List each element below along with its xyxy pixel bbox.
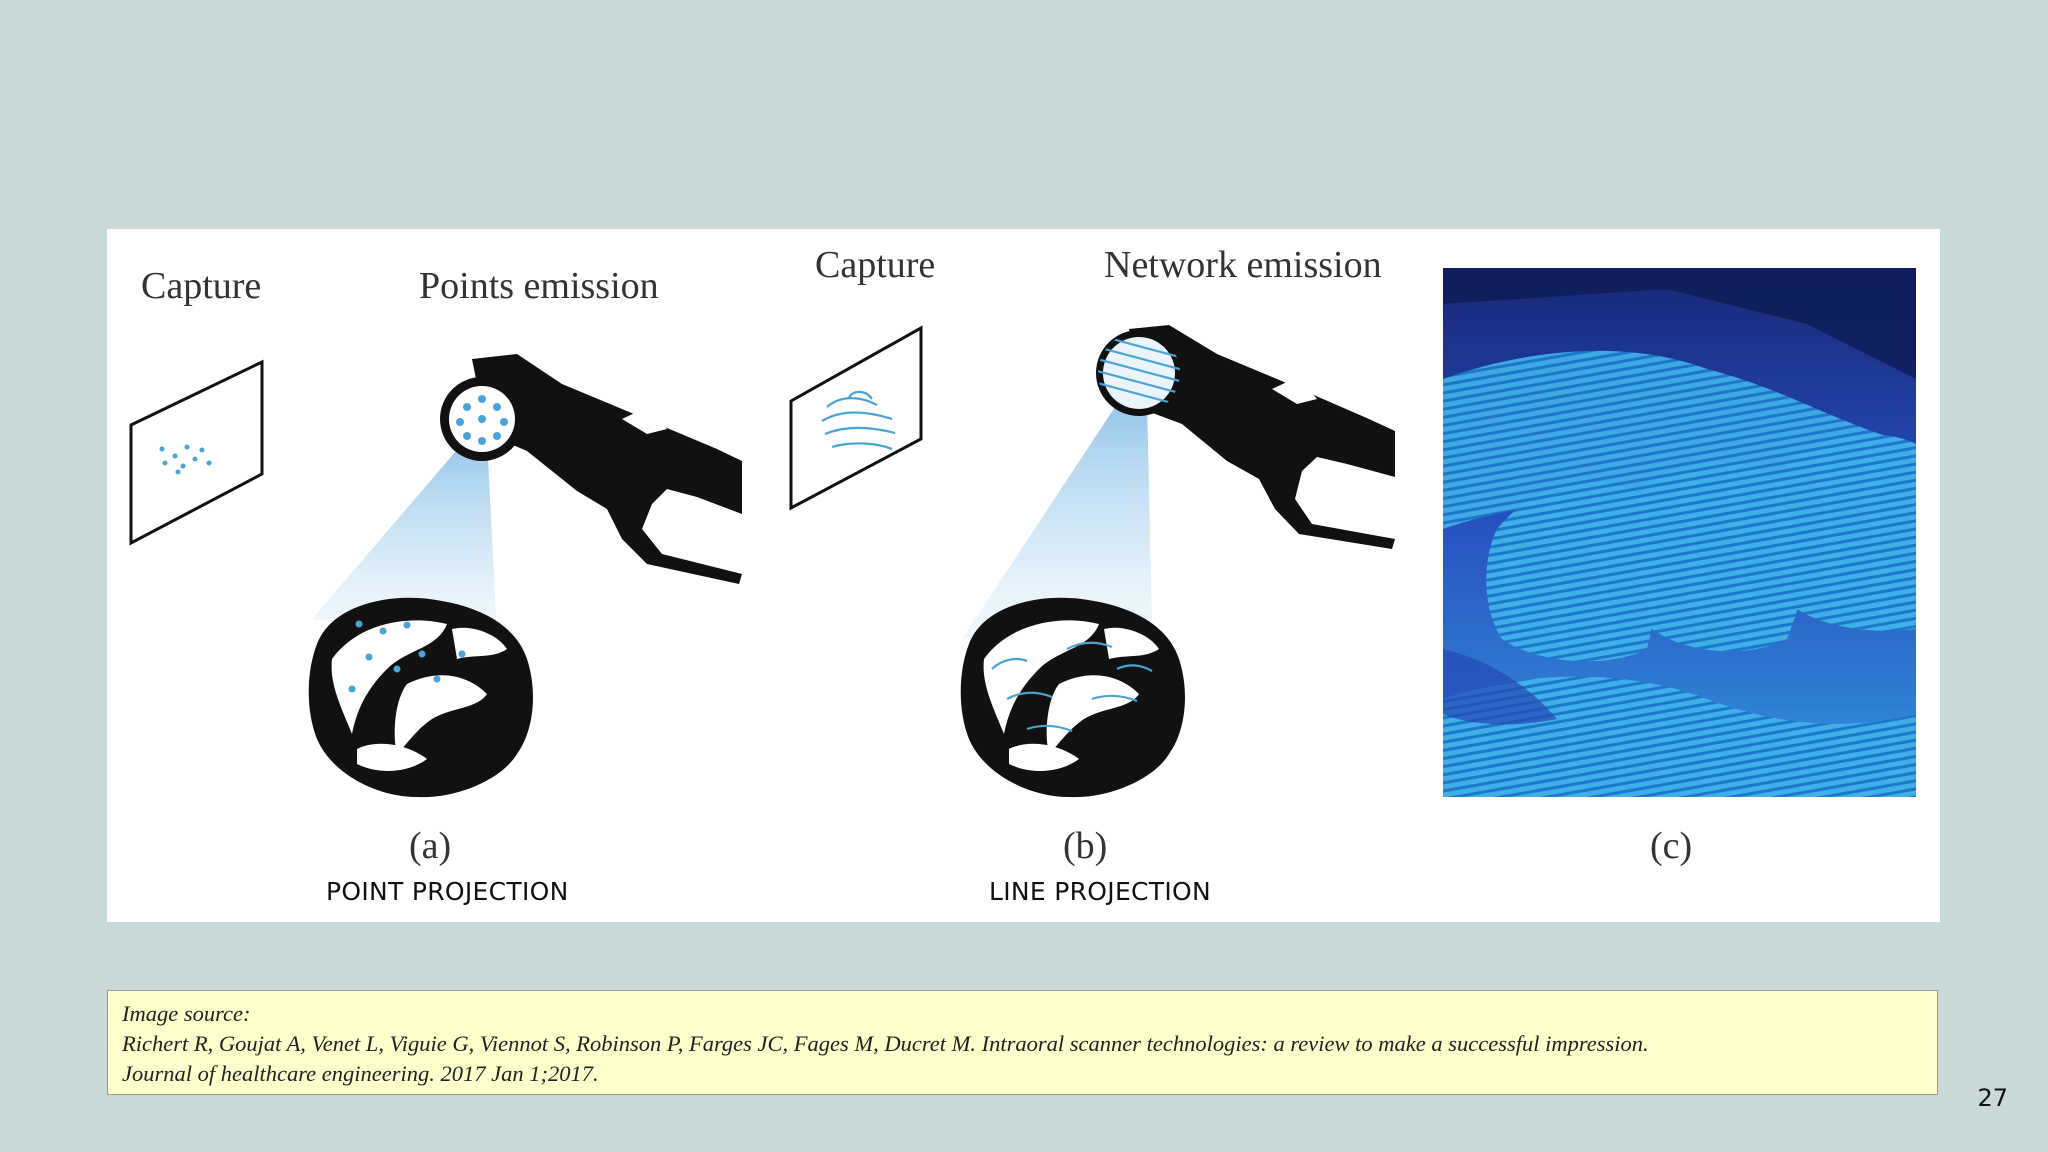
capture-label-b: Capture	[815, 244, 936, 286]
beam-a	[312, 439, 497, 634]
image-source-box: Image source: Richert R, Goujat A, Venet…	[107, 990, 1938, 1095]
panel-letter-b: (b)	[1063, 825, 1108, 867]
dental-arch-b	[960, 597, 1185, 798]
scanner-figure: Capture Points emission Capture Network …	[107, 229, 1940, 922]
beam-b	[962, 401, 1152, 639]
line-projection-caption: LINE PROJECTION	[989, 877, 1212, 906]
capture-plane-b	[789, 325, 923, 511]
point-projection-caption: POINT PROJECTION	[326, 877, 569, 906]
source-heading: Image source:	[122, 1001, 251, 1026]
scanner-wand-b	[1096, 325, 1395, 549]
panel-letter-a: (a)	[409, 825, 452, 867]
page-number: 27	[1977, 1084, 2008, 1112]
scanner-illustration	[129, 268, 1916, 798]
source-citation-line1: Richert R, Goujat A, Venet L, Viguie G, …	[122, 1031, 1649, 1056]
scanner-wand-a	[440, 354, 742, 584]
dental-arch-a	[308, 597, 533, 798]
panel-letter-c: (c)	[1650, 825, 1693, 867]
points-emission-label: Points emission	[419, 265, 659, 307]
capture-label-a: Capture	[141, 265, 262, 307]
scan-photo-c	[1443, 268, 1916, 797]
capture-plane-a	[129, 359, 264, 546]
source-citation-line2: Journal of healthcare engineering. 2017 …	[122, 1061, 599, 1086]
network-emission-label: Network emission	[1104, 244, 1382, 286]
